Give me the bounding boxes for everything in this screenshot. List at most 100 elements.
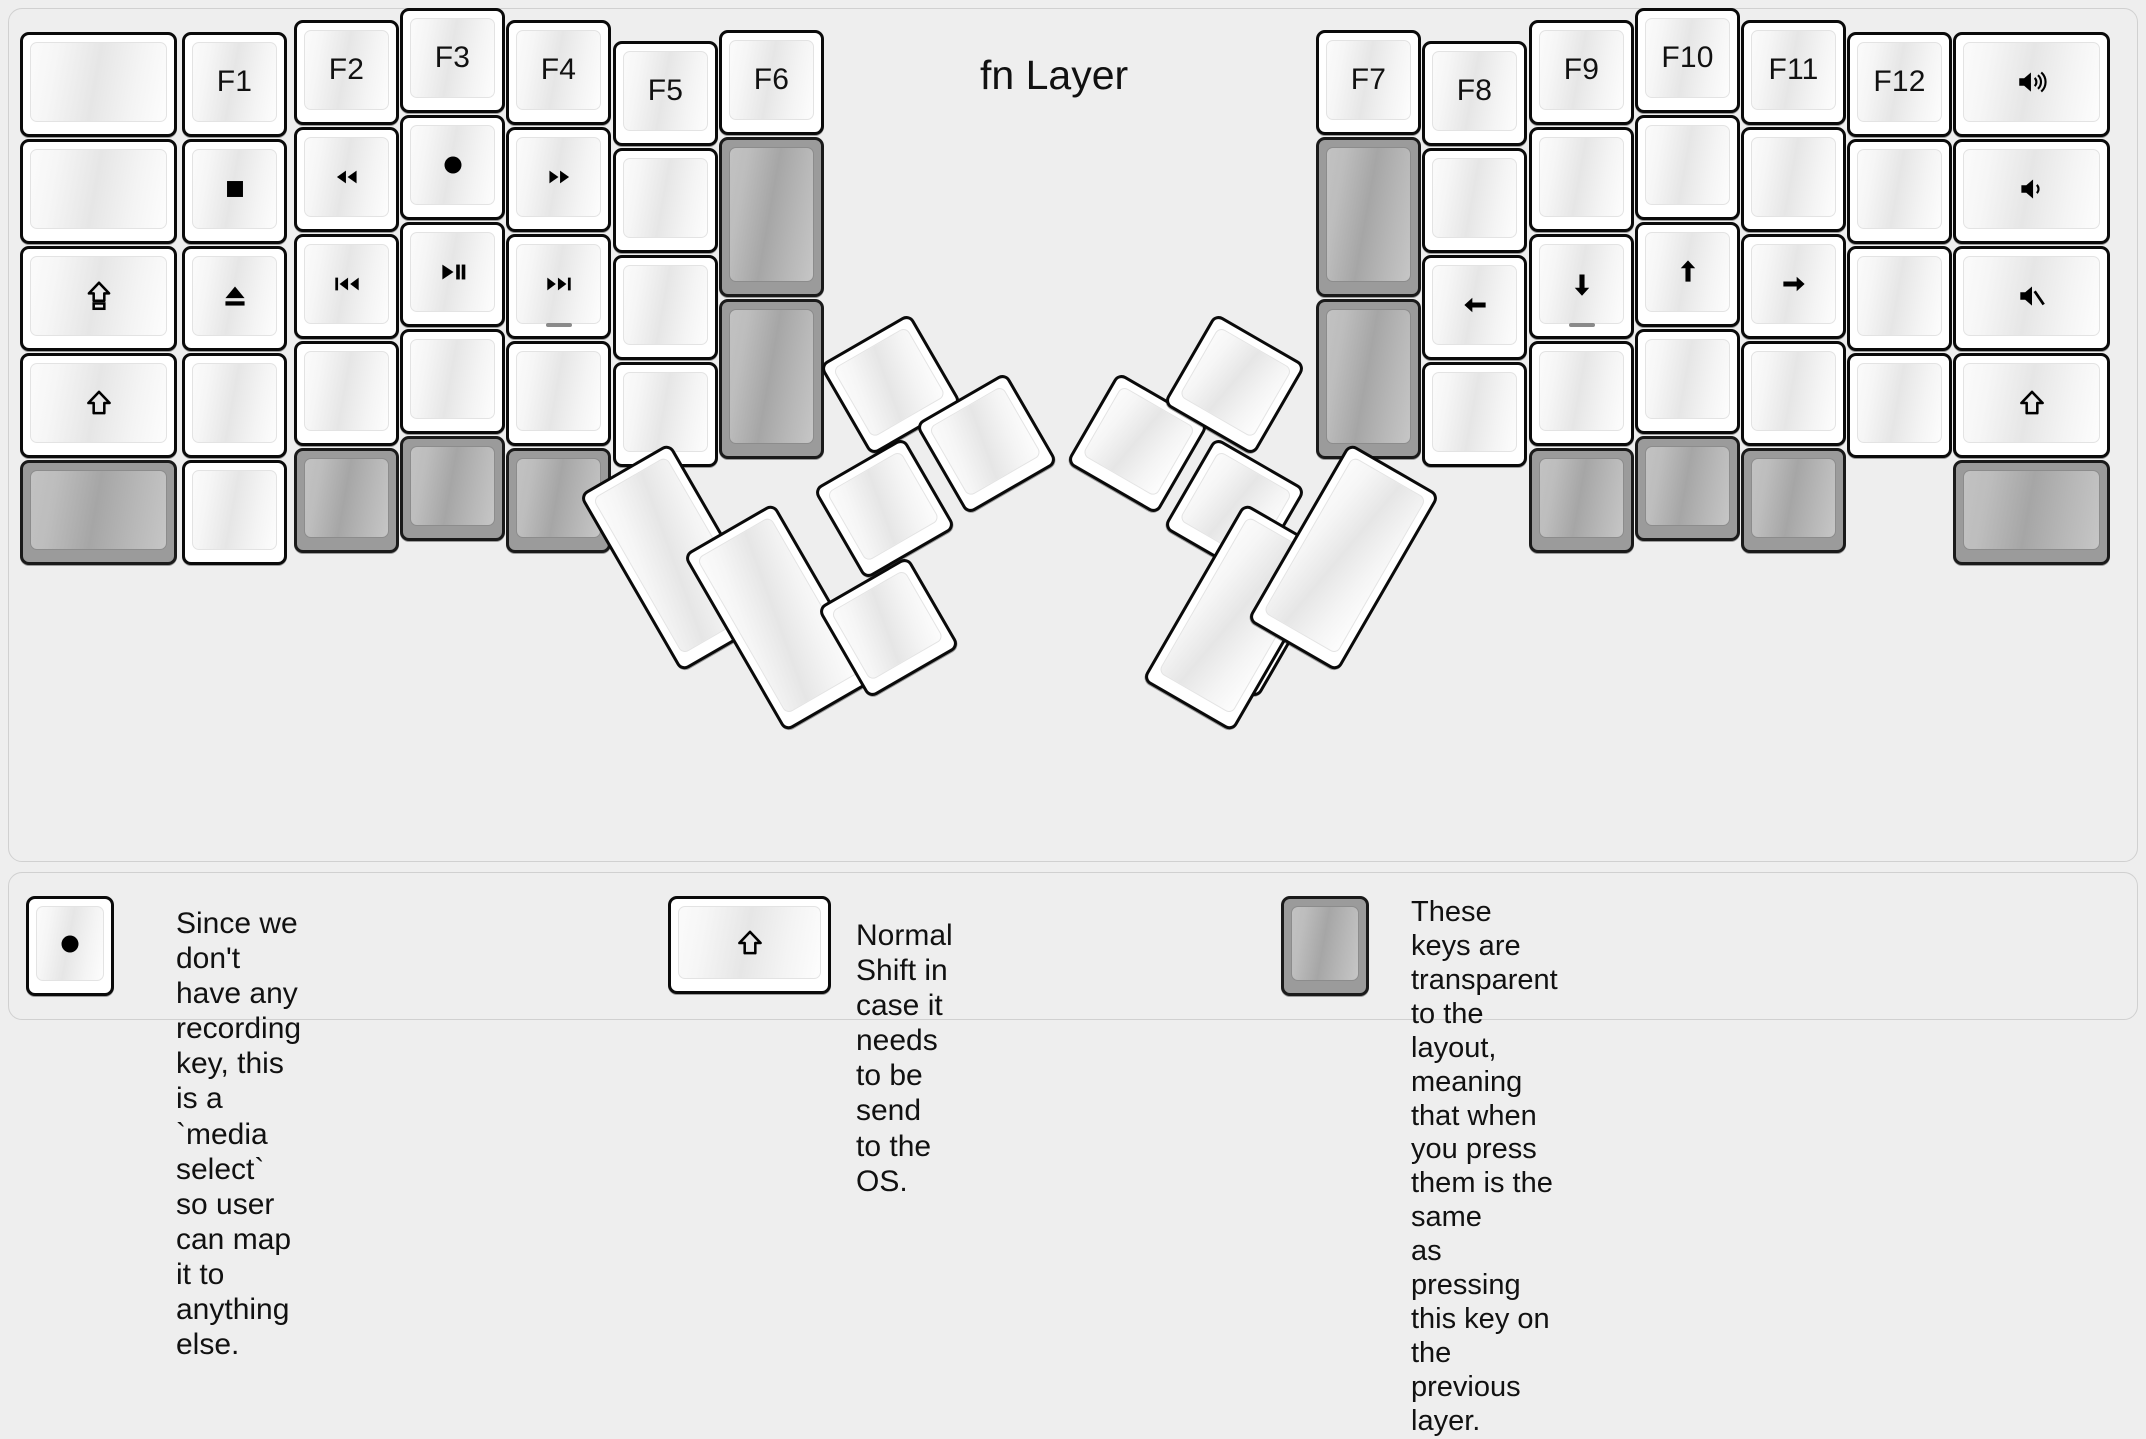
keycap-face xyxy=(516,137,601,217)
left-middle-key-1[interactable]: F3 xyxy=(400,8,505,113)
left-index-key-1[interactable]: F4 xyxy=(506,20,611,125)
right-middle-key-1[interactable]: F10 xyxy=(1635,8,1740,113)
keycap-face xyxy=(516,244,601,324)
right-index-key-4[interactable] xyxy=(1529,341,1634,446)
left-inner-most-key-1[interactable]: F6 xyxy=(719,30,824,135)
right-ring-key-5[interactable] xyxy=(1741,448,1846,553)
left-ring-key-4[interactable] xyxy=(294,341,399,446)
stop-icon xyxy=(218,172,252,206)
left-pinky-outer-key-3[interactable] xyxy=(20,246,177,351)
keycap-face xyxy=(1645,339,1730,419)
right-middle-key-5[interactable] xyxy=(1635,436,1740,541)
legend-key-record-note xyxy=(26,896,114,996)
left-index-key-3[interactable] xyxy=(506,234,611,339)
left-ring-key-2[interactable] xyxy=(294,127,399,232)
left-pinky-key-4[interactable] xyxy=(182,353,287,458)
fast-forward-icon xyxy=(542,160,576,194)
left-pinky-key-2[interactable] xyxy=(182,139,287,244)
right-ring-key-2[interactable] xyxy=(1741,127,1846,232)
legend-text-transparent-note: These keys are transparent to the layout… xyxy=(1411,896,1558,1437)
keycap-face xyxy=(1645,232,1730,312)
left-inner-most-key-2[interactable] xyxy=(719,137,824,297)
right-pinky-outer-key-4[interactable] xyxy=(1953,353,2110,458)
left-inner-key-1[interactable]: F5 xyxy=(613,41,718,146)
right-inner-most-key-1[interactable]: F7 xyxy=(1316,30,1421,135)
keycap-label: F5 xyxy=(647,74,684,107)
right-index-key-2[interactable] xyxy=(1529,127,1634,232)
left-index-key-4[interactable] xyxy=(506,341,611,446)
right-inner-key-3[interactable] xyxy=(1422,255,1527,360)
left-pinky-key-3[interactable] xyxy=(182,246,287,351)
right-inner-most-key-2[interactable] xyxy=(1316,137,1421,297)
left-pinky-key-5[interactable] xyxy=(182,460,287,565)
keycap-face xyxy=(36,906,104,981)
right-pinky-outer-key-5[interactable] xyxy=(1953,460,2110,565)
right-pinky-outer-key-2[interactable] xyxy=(1953,139,2110,244)
keycap-face xyxy=(678,906,821,979)
keycap-face xyxy=(1751,458,1836,538)
right-pinky-key-4[interactable] xyxy=(1847,353,1952,458)
left-index-key-2[interactable] xyxy=(506,127,611,232)
left-pinky-key-1[interactable]: F1 xyxy=(182,32,287,137)
right-inner-key-4[interactable] xyxy=(1422,362,1527,467)
right-index-key-1[interactable]: F9 xyxy=(1529,20,1634,125)
keycap-face xyxy=(30,42,167,122)
legend-key-shift-note xyxy=(668,896,831,994)
left-inner-key-3[interactable] xyxy=(613,255,718,360)
left-inner-key-2[interactable] xyxy=(613,148,718,253)
keycap-face xyxy=(623,265,708,345)
left-middle-key-4[interactable] xyxy=(400,329,505,434)
keycap-face xyxy=(30,149,167,229)
right-ring-key-1[interactable]: F11 xyxy=(1741,20,1846,125)
right-pinky-outer-key-3[interactable] xyxy=(1953,246,2110,351)
left-ring-key-1[interactable]: F2 xyxy=(294,20,399,125)
keycap-label: F10 xyxy=(1661,41,1714,74)
keycap-label: F2 xyxy=(328,53,365,86)
right-index-key-5[interactable] xyxy=(1529,448,1634,553)
keycap-face xyxy=(1963,470,2100,550)
keycap-face xyxy=(1291,906,1359,981)
right-pinky-key-3[interactable] xyxy=(1847,246,1952,351)
left-ring-key-5[interactable] xyxy=(294,448,399,553)
keycap-face xyxy=(1432,265,1517,345)
right-middle-key-4[interactable] xyxy=(1635,329,1740,434)
right-inner-key-1[interactable]: F8 xyxy=(1422,41,1527,146)
keycap-label: F12 xyxy=(1873,65,1926,98)
right-pinky-key-1[interactable]: F12 xyxy=(1847,32,1952,137)
right-inner-most-key-3[interactable] xyxy=(1316,299,1421,459)
right-ring-key-3[interactable] xyxy=(1741,234,1846,339)
keycap-label: F6 xyxy=(753,63,790,96)
keycap-face: F12 xyxy=(1857,42,1942,122)
left-inner-most-key-3[interactable] xyxy=(719,299,824,459)
keycap-face xyxy=(1751,244,1836,324)
keycap-face xyxy=(729,309,814,444)
right-middle-key-3[interactable] xyxy=(1635,222,1740,327)
left-ring-key-3[interactable] xyxy=(294,234,399,339)
left-pinky-outer-key-5[interactable] xyxy=(20,460,177,565)
left-pinky-outer-key-4[interactable] xyxy=(20,353,177,458)
keycap-face xyxy=(304,137,389,217)
keycap-label: F8 xyxy=(1456,74,1493,107)
left-pinky-outer-key-2[interactable] xyxy=(20,139,177,244)
keycap-face: F3 xyxy=(410,18,495,98)
right-inner-key-2[interactable] xyxy=(1422,148,1527,253)
shift-arrow-icon xyxy=(82,386,116,420)
keycap-face xyxy=(304,244,389,324)
left-middle-key-5[interactable] xyxy=(400,436,505,541)
keycap-face xyxy=(1432,372,1517,452)
right-pinky-key-2[interactable] xyxy=(1847,139,1952,244)
right-pinky-outer-key-1[interactable] xyxy=(1953,32,2110,137)
left-middle-key-3[interactable] xyxy=(400,222,505,327)
right-ring-key-4[interactable] xyxy=(1741,341,1846,446)
volume-down-icon xyxy=(2015,172,2049,206)
keycap-face: F7 xyxy=(1326,40,1411,120)
right-middle-key-2[interactable] xyxy=(1635,115,1740,220)
left-middle-key-2[interactable] xyxy=(400,115,505,220)
keycap-label: F4 xyxy=(540,53,577,86)
record-circle-icon xyxy=(436,148,470,182)
left-pinky-outer-key-1[interactable] xyxy=(20,32,177,137)
right-index-key-3[interactable] xyxy=(1529,234,1634,339)
keycap-face xyxy=(410,232,495,312)
keycap-label: F11 xyxy=(1768,53,1819,86)
